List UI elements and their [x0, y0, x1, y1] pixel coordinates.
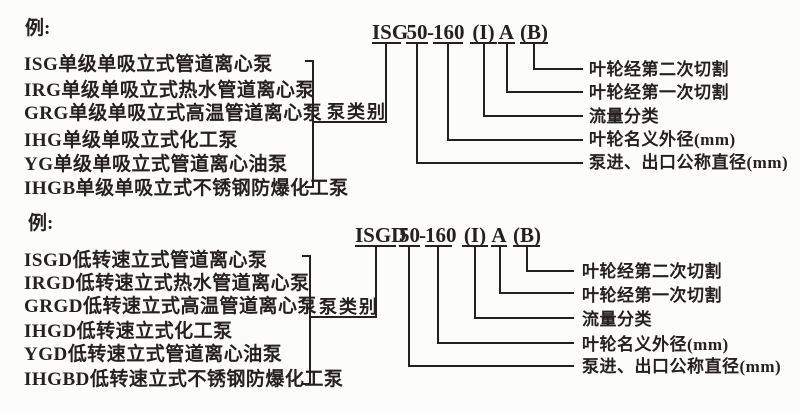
flow-class-callout-line [474, 317, 574, 319]
pump-type-item: YGD低转速立式管道离心油泵 [24, 344, 283, 365]
inlet-outlet-drop-line [408, 247, 410, 367]
pump-type-item: IHGB单级单吸立式不锈钢防爆化工泵 [24, 178, 349, 199]
group-bracket-line [312, 60, 314, 188]
pump-type-item: YG单级单吸立式管道离心油泵 [24, 154, 288, 175]
first-cut-callout-line [506, 91, 583, 93]
second-cut-callout-line [526, 270, 574, 272]
group-bracket-top-tick [302, 255, 311, 257]
flow-class-callout-line [483, 115, 583, 117]
callout-inlet-outlet: 泵进、出口公称直径(mm) [589, 153, 789, 172]
impeller-diameter-drop-line [447, 44, 449, 141]
callout-first-cut: 叶轮经第一次切割 [582, 286, 722, 305]
model-segment-inlet-outlet: 50 [399, 223, 420, 247]
callout-impeller-diameter: 叶轮名义外径(mm) [582, 335, 729, 354]
first-cut-drop-line [499, 247, 501, 294]
group-bracket-line [309, 255, 311, 385]
category-label: 泵类别 [319, 297, 379, 317]
example-heading: 例: [28, 213, 54, 234]
pump-type-item: IRG单级单吸立式热水管道离心泵 [24, 80, 315, 101]
category-label: 泵类别 [327, 102, 387, 122]
model-segment-flow-class: (I) [462, 223, 488, 247]
model-segment-second-cut: (B) [520, 20, 548, 44]
group-bracket-bottom-tick [305, 186, 314, 188]
callout-flow-class: 流量分类 [582, 310, 652, 329]
callout-impeller-diameter: 叶轮名义外径(mm) [589, 130, 736, 149]
callout-second-cut: 叶轮经第二次切割 [589, 60, 729, 79]
pump-type-item: IHGBD低转速立式不锈钢防爆化工泵 [24, 369, 344, 390]
example-heading: 例: [25, 18, 51, 39]
impeller-diameter-callout-line [447, 139, 583, 141]
pump-type-item: IHGD低转速立式化工泵 [24, 321, 233, 342]
model-segment-series: ISGD [355, 223, 407, 247]
pump-type-item: ISGD低转速立式管道离心泵 [24, 250, 268, 271]
impeller-diameter-callout-line [437, 342, 574, 344]
model-segment-flow-class: (I) [470, 22, 497, 44]
inlet-outlet-callout-line [416, 162, 583, 164]
series-drop-line [385, 44, 387, 123]
impeller-diameter-drop-line [437, 247, 439, 344]
callout-second-cut: 叶轮经第二次切割 [582, 262, 722, 281]
flow-class-drop-line [474, 247, 476, 319]
model-segment-hyphen: - [427, 20, 434, 44]
model-segment-first-cut: A [491, 223, 507, 247]
inlet-outlet-callout-line [408, 365, 574, 367]
second-cut-drop-line [526, 247, 528, 272]
category-connector-line [310, 316, 377, 318]
flow-class-drop-line [483, 44, 485, 117]
callout-flow-class: 流量分类 [589, 107, 659, 126]
model-segment-series: ISG [372, 20, 409, 44]
group-bracket-bottom-tick [302, 383, 311, 385]
model-segment-first-cut: A [498, 20, 515, 44]
second-cut-drop-line [533, 44, 535, 69]
model-segment-inlet-outlet: 50 [406, 20, 428, 44]
callout-first-cut: 叶轮经第一次切割 [589, 83, 729, 102]
pump-type-item: GRGD低转速立式高温管道离心泵 [24, 296, 318, 317]
inlet-outlet-drop-line [416, 44, 418, 164]
pump-type-item: IRGD低转速立式热水管道离心泵 [24, 273, 310, 294]
callout-inlet-outlet: 泵进、出口公称直径(mm) [582, 357, 782, 376]
first-cut-callout-line [499, 292, 574, 294]
category-connector-line [313, 121, 387, 123]
pump-type-item: ISG单级单吸立式管道离心泵 [24, 54, 273, 75]
pump-type-item: GRG单级单吸立式高温管道离心泵 [24, 103, 323, 124]
model-segment-impeller-diameter: 160 [433, 20, 465, 44]
model-segment-hyphen: - [419, 223, 426, 247]
series-drop-line [375, 247, 377, 318]
model-segment-impeller-diameter: 160 [425, 223, 457, 247]
group-bracket-top-tick [305, 60, 314, 62]
first-cut-drop-line [506, 44, 508, 93]
pump-type-item: IHG单级单吸立式化工泵 [24, 130, 238, 151]
second-cut-callout-line [533, 68, 583, 70]
model-segment-second-cut: (B) [513, 223, 541, 247]
